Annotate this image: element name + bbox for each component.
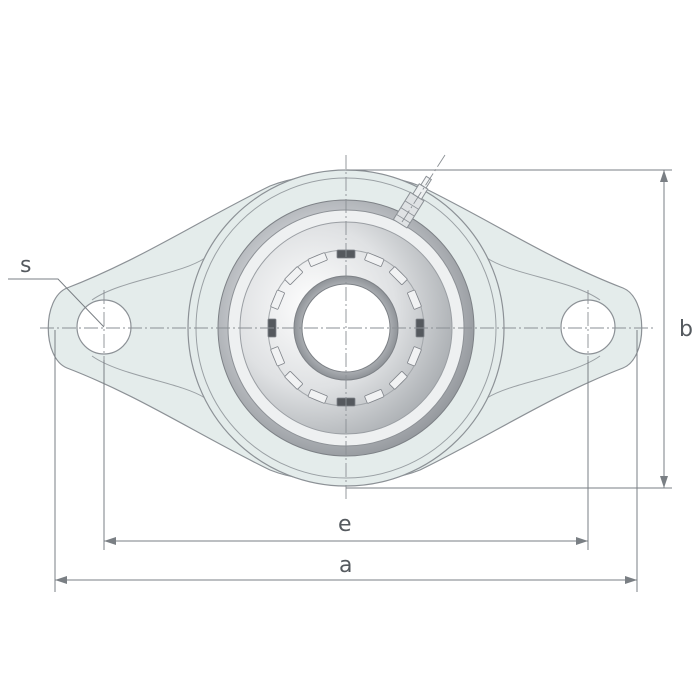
dimension-e-arrow-left — [104, 537, 116, 545]
roller-element — [407, 289, 422, 310]
dimension-e-arrow-right — [576, 537, 588, 545]
roller-element — [364, 389, 385, 404]
roller-element — [307, 252, 328, 267]
roller-element — [389, 371, 408, 390]
dimension-a-arrow-left — [55, 576, 67, 584]
dimension-e-label: e — [338, 512, 352, 537]
dimension-a-label: a — [339, 553, 352, 578]
roller-element — [389, 266, 408, 285]
roller-element — [270, 289, 285, 310]
leader-s-label: s — [20, 253, 31, 278]
roller-element — [307, 389, 328, 404]
roller-element — [284, 266, 303, 285]
grease-nipple-icon — [392, 175, 433, 229]
leader-s — [8, 278, 105, 328]
roller-element — [284, 371, 303, 390]
dimension-b-label: b — [679, 317, 693, 342]
roller-set — [267, 249, 425, 407]
roller-element — [407, 346, 422, 367]
housing-contour-right — [486, 257, 601, 399]
dimension-b-arrow-top — [660, 170, 668, 182]
dimension-a-arrow-right — [625, 576, 637, 584]
housing-contour-left — [91, 257, 206, 399]
dimension-b-arrow-bottom — [660, 476, 668, 488]
nipple-axis — [401, 154, 446, 223]
roller-element — [364, 252, 385, 267]
roller-element — [270, 346, 285, 367]
